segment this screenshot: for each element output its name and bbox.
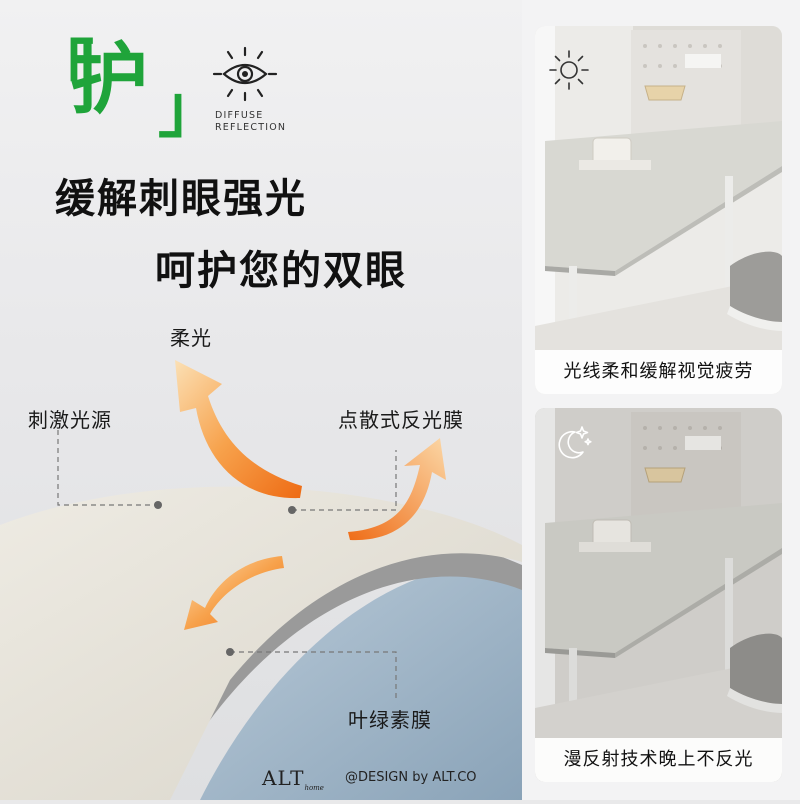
label-dot-film: 点散式反光膜	[338, 408, 464, 432]
label-soft-light: 柔光	[170, 326, 212, 350]
down-arrow	[184, 556, 284, 630]
icon-caption: DIFFUSE REFLECTION	[215, 110, 286, 135]
blue-layer	[200, 564, 522, 800]
label-chlorophyll: 叶绿素膜	[348, 708, 432, 732]
label-glare-source: 刺激光源	[28, 408, 112, 432]
icon-caption-line1: DIFFUSE	[215, 110, 264, 121]
icon-caption-line2: REFLECTION	[215, 122, 287, 134]
scatter-arrow	[348, 438, 446, 541]
panel-night: 漫反射技术晚上不反光	[535, 408, 782, 782]
brand-logo: ALThome	[262, 766, 324, 792]
soft-light-arrow	[175, 360, 302, 499]
panel-night-caption: 漫反射技术晚上不反光	[535, 738, 782, 782]
bracket-left: 「	[30, 35, 94, 109]
headline-line1: 缓解刺眼强光	[55, 176, 307, 222]
hero-character: 护	[70, 35, 149, 125]
eye-icon	[210, 46, 280, 102]
panel-day: 光线柔和缓解视觉疲劳	[535, 26, 782, 394]
layer-diagram: 柔光 刺激光源 点散式反光膜 叶绿素膜	[0, 300, 522, 800]
top-layer	[0, 486, 522, 800]
sun-icon	[549, 50, 589, 90]
logo-sub: home	[304, 784, 324, 792]
logo-text: ALT	[262, 766, 305, 790]
design-credit: @DESIGN by ALT.CO	[345, 770, 477, 785]
bracket-right: 」	[158, 73, 222, 147]
headline-line2: 呵护您的双眼	[155, 248, 407, 294]
panel-day-caption: 光线柔和缓解视觉疲劳	[535, 350, 782, 394]
moon-stars-icon	[558, 426, 592, 459]
